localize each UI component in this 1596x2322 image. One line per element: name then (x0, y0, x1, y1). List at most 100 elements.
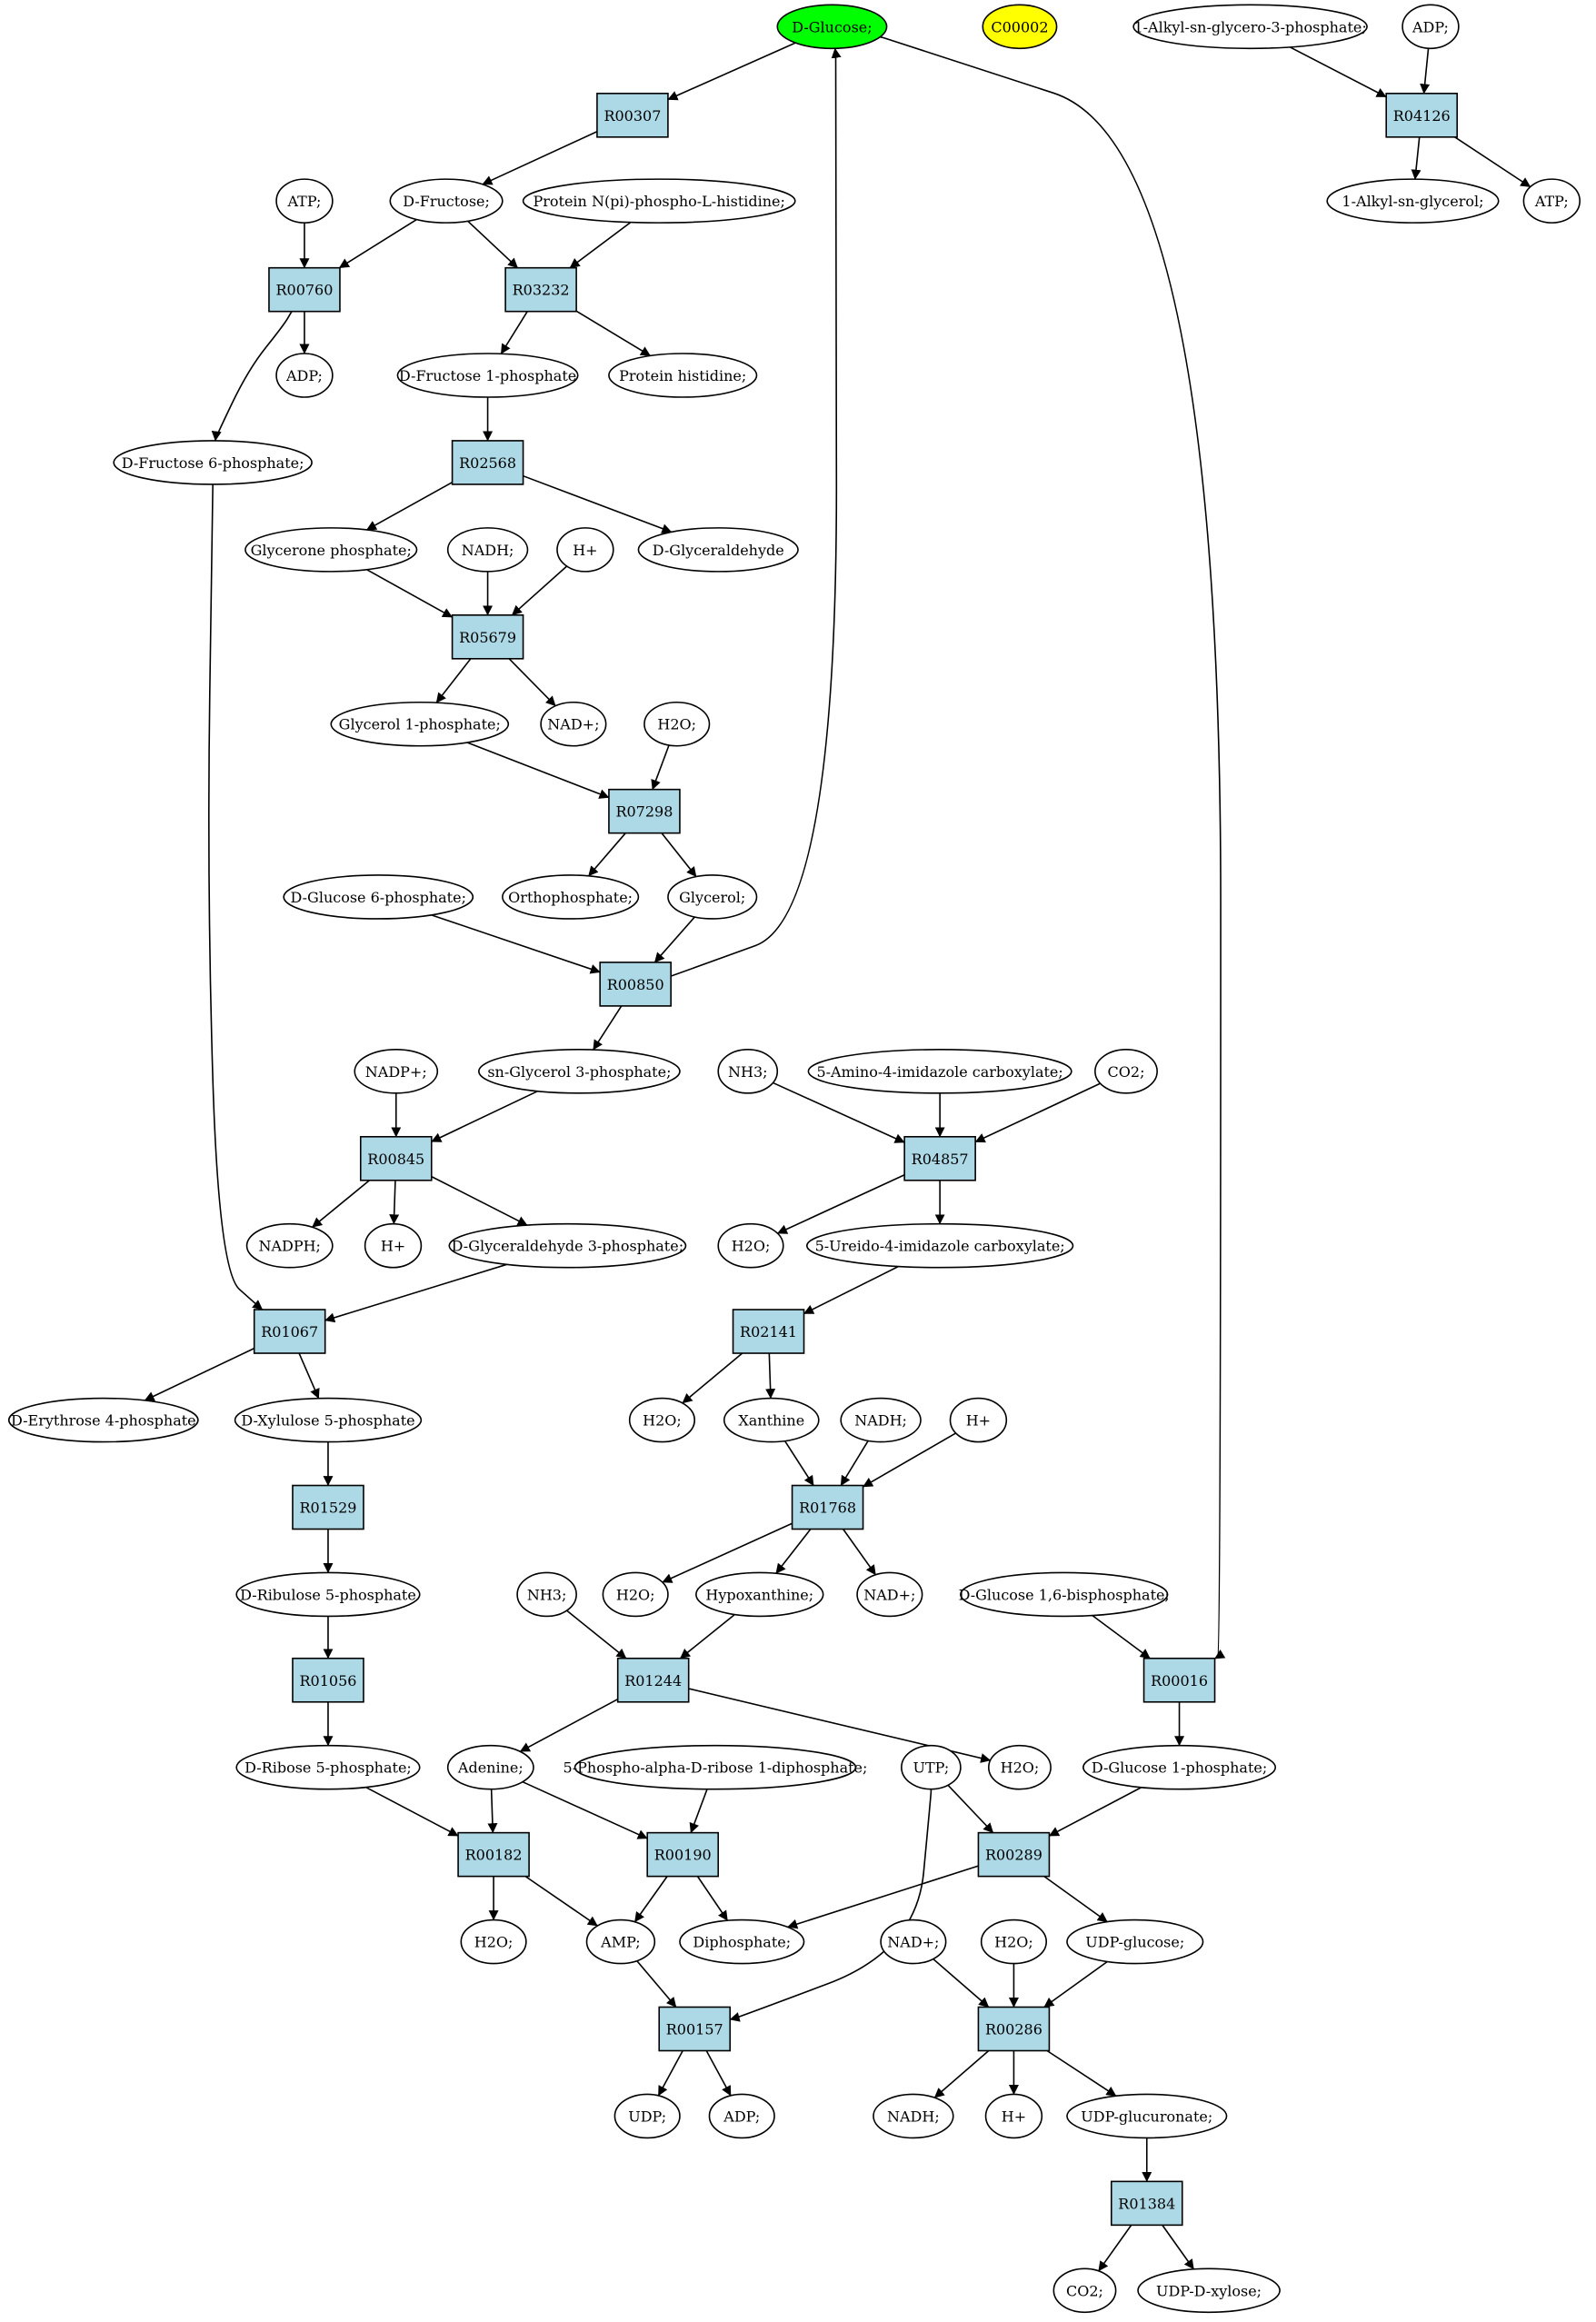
edge-r00286-to-nadh-3 (933, 2049, 990, 2098)
compound-node-nadplus-2[interactable]: NAD+; (856, 1571, 923, 1618)
reaction-node-r00182[interactable]: R00182 (457, 1831, 530, 1878)
reaction-node-r03232[interactable]: R03232 (504, 266, 577, 313)
edge-r00289-to-udp-glucose (1043, 1875, 1108, 1923)
compound-node-ribose-5p[interactable]: D-Ribose 5-phosphate; (235, 1744, 421, 1790)
compound-node-utp[interactable]: UTP; (901, 1744, 962, 1790)
compound-node-hypoxanthine[interactable]: Hypoxanthine; (695, 1571, 824, 1618)
edge-r01768-to-nadplus-2 (842, 1529, 877, 1576)
reaction-node-r01244[interactable]: R01244 (616, 1657, 690, 1703)
compound-node-h2o-6[interactable]: H2O; (460, 1918, 527, 1965)
node-label: UDP-glucose; (1085, 1934, 1184, 1951)
reaction-node-r04126[interactable]: R04126 (1385, 93, 1459, 138)
compound-node-glycerol-1p[interactable]: Glycerol 1-phosphate; (330, 701, 510, 747)
compound-node-nadplus-3[interactable]: NAD+; (880, 1918, 947, 1965)
compound-node-ribulose-5p[interactable]: D-Ribulose 5-phosphate (235, 1571, 421, 1618)
compound-node-d-fructose[interactable]: D-Fructose; (389, 178, 504, 224)
compound-ellipse (516, 1571, 577, 1618)
compound-node-glucose-16bp[interactable]: D-Glucose 1,6-bisphosphate; (959, 1571, 1170, 1618)
compound-node-udp-xylose[interactable]: UDP-D-xylose; (1137, 2267, 1281, 2314)
reaction-node-r02568[interactable]: R02568 (451, 440, 524, 485)
reaction-node-r01056[interactable]: R01056 (292, 1657, 364, 1703)
compound-node-hplus-3[interactable]: H+ (949, 1397, 1008, 1443)
compound-node-adp-2[interactable]: ADP; (708, 2093, 775, 2139)
compound-node-atp-top[interactable]: ATP; (1522, 178, 1581, 224)
compound-node-h2o-1[interactable]: H2O; (643, 701, 711, 747)
compound-node-adp-1[interactable]: ADP; (275, 353, 334, 398)
edge-r00307-to-d-fructose (482, 131, 598, 185)
compound-node-nh3-2[interactable]: NH3; (516, 1571, 577, 1618)
compound-node-glycerone-p[interactable]: Glycerone phosphate; (244, 527, 418, 573)
reaction-node-r00307[interactable]: R00307 (596, 93, 669, 138)
compound-node-xanthine[interactable]: Xanthine (723, 1397, 820, 1443)
compound-node-h2o-5[interactable]: H2O; (987, 1744, 1052, 1790)
compound-node-co2-2[interactable]: CO2; (1052, 2267, 1117, 2314)
compound-node-h2o-3[interactable]: H2O; (628, 1397, 696, 1443)
compound-node-h2o-4[interactable]: H2O; (602, 1571, 669, 1618)
compound-node-glycerol[interactable]: Glycerol; (667, 874, 758, 920)
compound-node-udp-glucose[interactable]: UDP-glucose; (1066, 1918, 1204, 1965)
compound-node-adenine[interactable]: Adenine; (446, 1744, 534, 1790)
compound-node-h2o-2[interactable]: H2O; (717, 1222, 784, 1269)
reaction-node-r07298[interactable]: R07298 (608, 788, 681, 834)
reaction-node-r00016[interactable]: R00016 (1142, 1657, 1216, 1703)
reaction-node-r04857[interactable]: R04857 (903, 1135, 976, 1181)
compound-node-hplus-4[interactable]: H+ (984, 2093, 1043, 2139)
edge-nh3-2-to-r01244 (566, 1609, 627, 1659)
reaction-node-r02141[interactable]: R02141 (732, 1309, 805, 1354)
compound-node-glucose-1p[interactable]: D-Glucose 1-phosphate; (1082, 1744, 1277, 1790)
compound-node-atp-1[interactable]: ATP; (275, 178, 334, 224)
compound-node-nadpplus[interactable]: NADP+; (354, 1049, 439, 1094)
compound-node-co2-1[interactable]: CO2; (1094, 1049, 1158, 1094)
compound-node-udp[interactable]: UDP; (613, 2093, 681, 2139)
compound-node-nadh-1[interactable]: NADH; (446, 527, 529, 573)
compound-node-hplus-1[interactable]: H+ (556, 527, 614, 573)
compound-node-udp-glucuronate[interactable]: UDP-glucuronate; (1066, 2093, 1228, 2139)
compound-node-nadh-3[interactable]: NADH; (873, 2093, 954, 2139)
compound-node-nadph[interactable]: NADPH; (245, 1222, 334, 1269)
reaction-node-r01768[interactable]: R01768 (791, 1484, 864, 1530)
compound-node-c00002[interactable]: C00002 (982, 4, 1058, 50)
node-label: H2O; (732, 1238, 771, 1255)
compound-node-protein-histidine[interactable]: Protein histidine; (608, 353, 758, 398)
reaction-node-r00157[interactable]: R00157 (658, 2006, 732, 2052)
compound-node-fructose-1p[interactable]: D-Fructose 1-phosphate (396, 353, 579, 398)
compound-node-alkyl-g3p[interactable]: 1-Alkyl-sn-glycero-3-phosphate; (1132, 4, 1368, 50)
compound-node-amp[interactable]: AMP; (585, 1918, 656, 1965)
compound-node-nh3-1[interactable]: NH3; (717, 1049, 779, 1094)
compound-node-fructose-6p[interactable]: D-Fructose 6-phosphate; (113, 440, 313, 485)
compound-node-protein-nphospho[interactable]: Protein N(pi)-phospho-L-histidine; (522, 178, 796, 224)
edge-xanthine-to-r01768 (783, 1440, 814, 1486)
reaction-node-r00760[interactable]: R00760 (268, 266, 341, 313)
reaction-node-r00286[interactable]: R00286 (977, 2006, 1051, 2052)
compound-node-ureido-imidazole[interactable]: 5-Ureido-4-imidazole carboxylate; (805, 1222, 1074, 1269)
compound-node-amino-imidazole[interactable]: 5-Amino-4-imidazole carboxylate; (807, 1049, 1072, 1094)
compound-node-h2o-7[interactable]: H2O; (980, 1918, 1048, 1965)
reaction-node-r05679[interactable]: R05679 (451, 614, 524, 660)
reaction-node-r00289[interactable]: R00289 (977, 1831, 1051, 1878)
node-label: R00157 (666, 2020, 723, 2038)
node-label: ADP; (285, 367, 323, 384)
compound-node-hplus-2[interactable]: H+ (364, 1222, 423, 1269)
compound-node-glyceraldehyde-3p[interactable]: D-Glyceraldehyde 3-phosphate; (448, 1222, 687, 1269)
reaction-node-r01529[interactable]: R01529 (292, 1484, 364, 1530)
reaction-node-r01067[interactable]: R01067 (253, 1309, 326, 1354)
compound-node-sn-glycerol-3p[interactable]: sn-Glycerol 3-phosphate; (478, 1049, 681, 1094)
compound-node-adp-top[interactable]: ADP; (1401, 4, 1460, 50)
compound-ellipse (1401, 4, 1460, 50)
compound-node-alkyl-glycerol[interactable]: 1-Alkyl-sn-glycerol; (1326, 178, 1500, 224)
compound-node-orthophosphate[interactable]: Orthophosphate; (502, 874, 640, 920)
compound-node-glucose-6p[interactable]: D-Glucose 6-phosphate; (283, 874, 474, 920)
compound-node-nadh-2[interactable]: NADH; (840, 1397, 922, 1443)
compound-node-d-glyceraldehyde[interactable]: D-Glyceraldehyde (637, 527, 799, 573)
compound-node-erythrose-4p[interactable]: D-Erythrose 4-phosphate (7, 1397, 199, 1443)
node-label: Adenine; (457, 1759, 524, 1777)
compound-node-prpp[interactable]: 5-Phospho-alpha-D-ribose 1-diphosphate; (564, 1744, 868, 1790)
compound-node-d-glucose[interactable]: D-Glucose; (776, 4, 888, 50)
compound-node-nadplus-1[interactable]: NAD+; (540, 701, 607, 747)
reaction-node-r00190[interactable]: R00190 (646, 1831, 720, 1878)
compound-node-diphosphate[interactable]: Diphosphate; (679, 1918, 805, 1965)
reaction-node-r00850[interactable]: R00850 (599, 962, 672, 1007)
reaction-node-r01384[interactable]: R01384 (1110, 2180, 1183, 2227)
reaction-node-r00845[interactable]: R00845 (359, 1135, 433, 1181)
compound-node-xylulose-5p[interactable]: D-Xylulose 5-phosphate (234, 1397, 423, 1443)
